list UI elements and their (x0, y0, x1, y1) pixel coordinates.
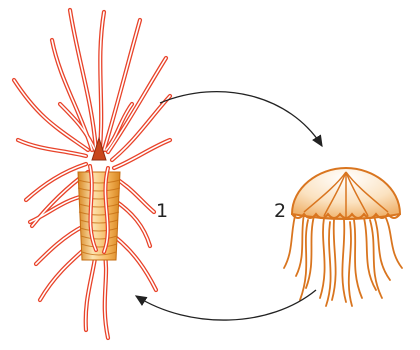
medusa-bell (292, 168, 400, 219)
medusa-tentacles (284, 212, 402, 306)
arrow-medusa-to-polyp (136, 290, 316, 320)
stage-label-medusa: 2 (274, 202, 286, 221)
stage-label-polyp: 1 (156, 202, 168, 221)
arrow-polyp-to-medusa (160, 92, 322, 146)
polyp-illustration (14, 10, 170, 338)
medusa-illustration (284, 168, 402, 306)
